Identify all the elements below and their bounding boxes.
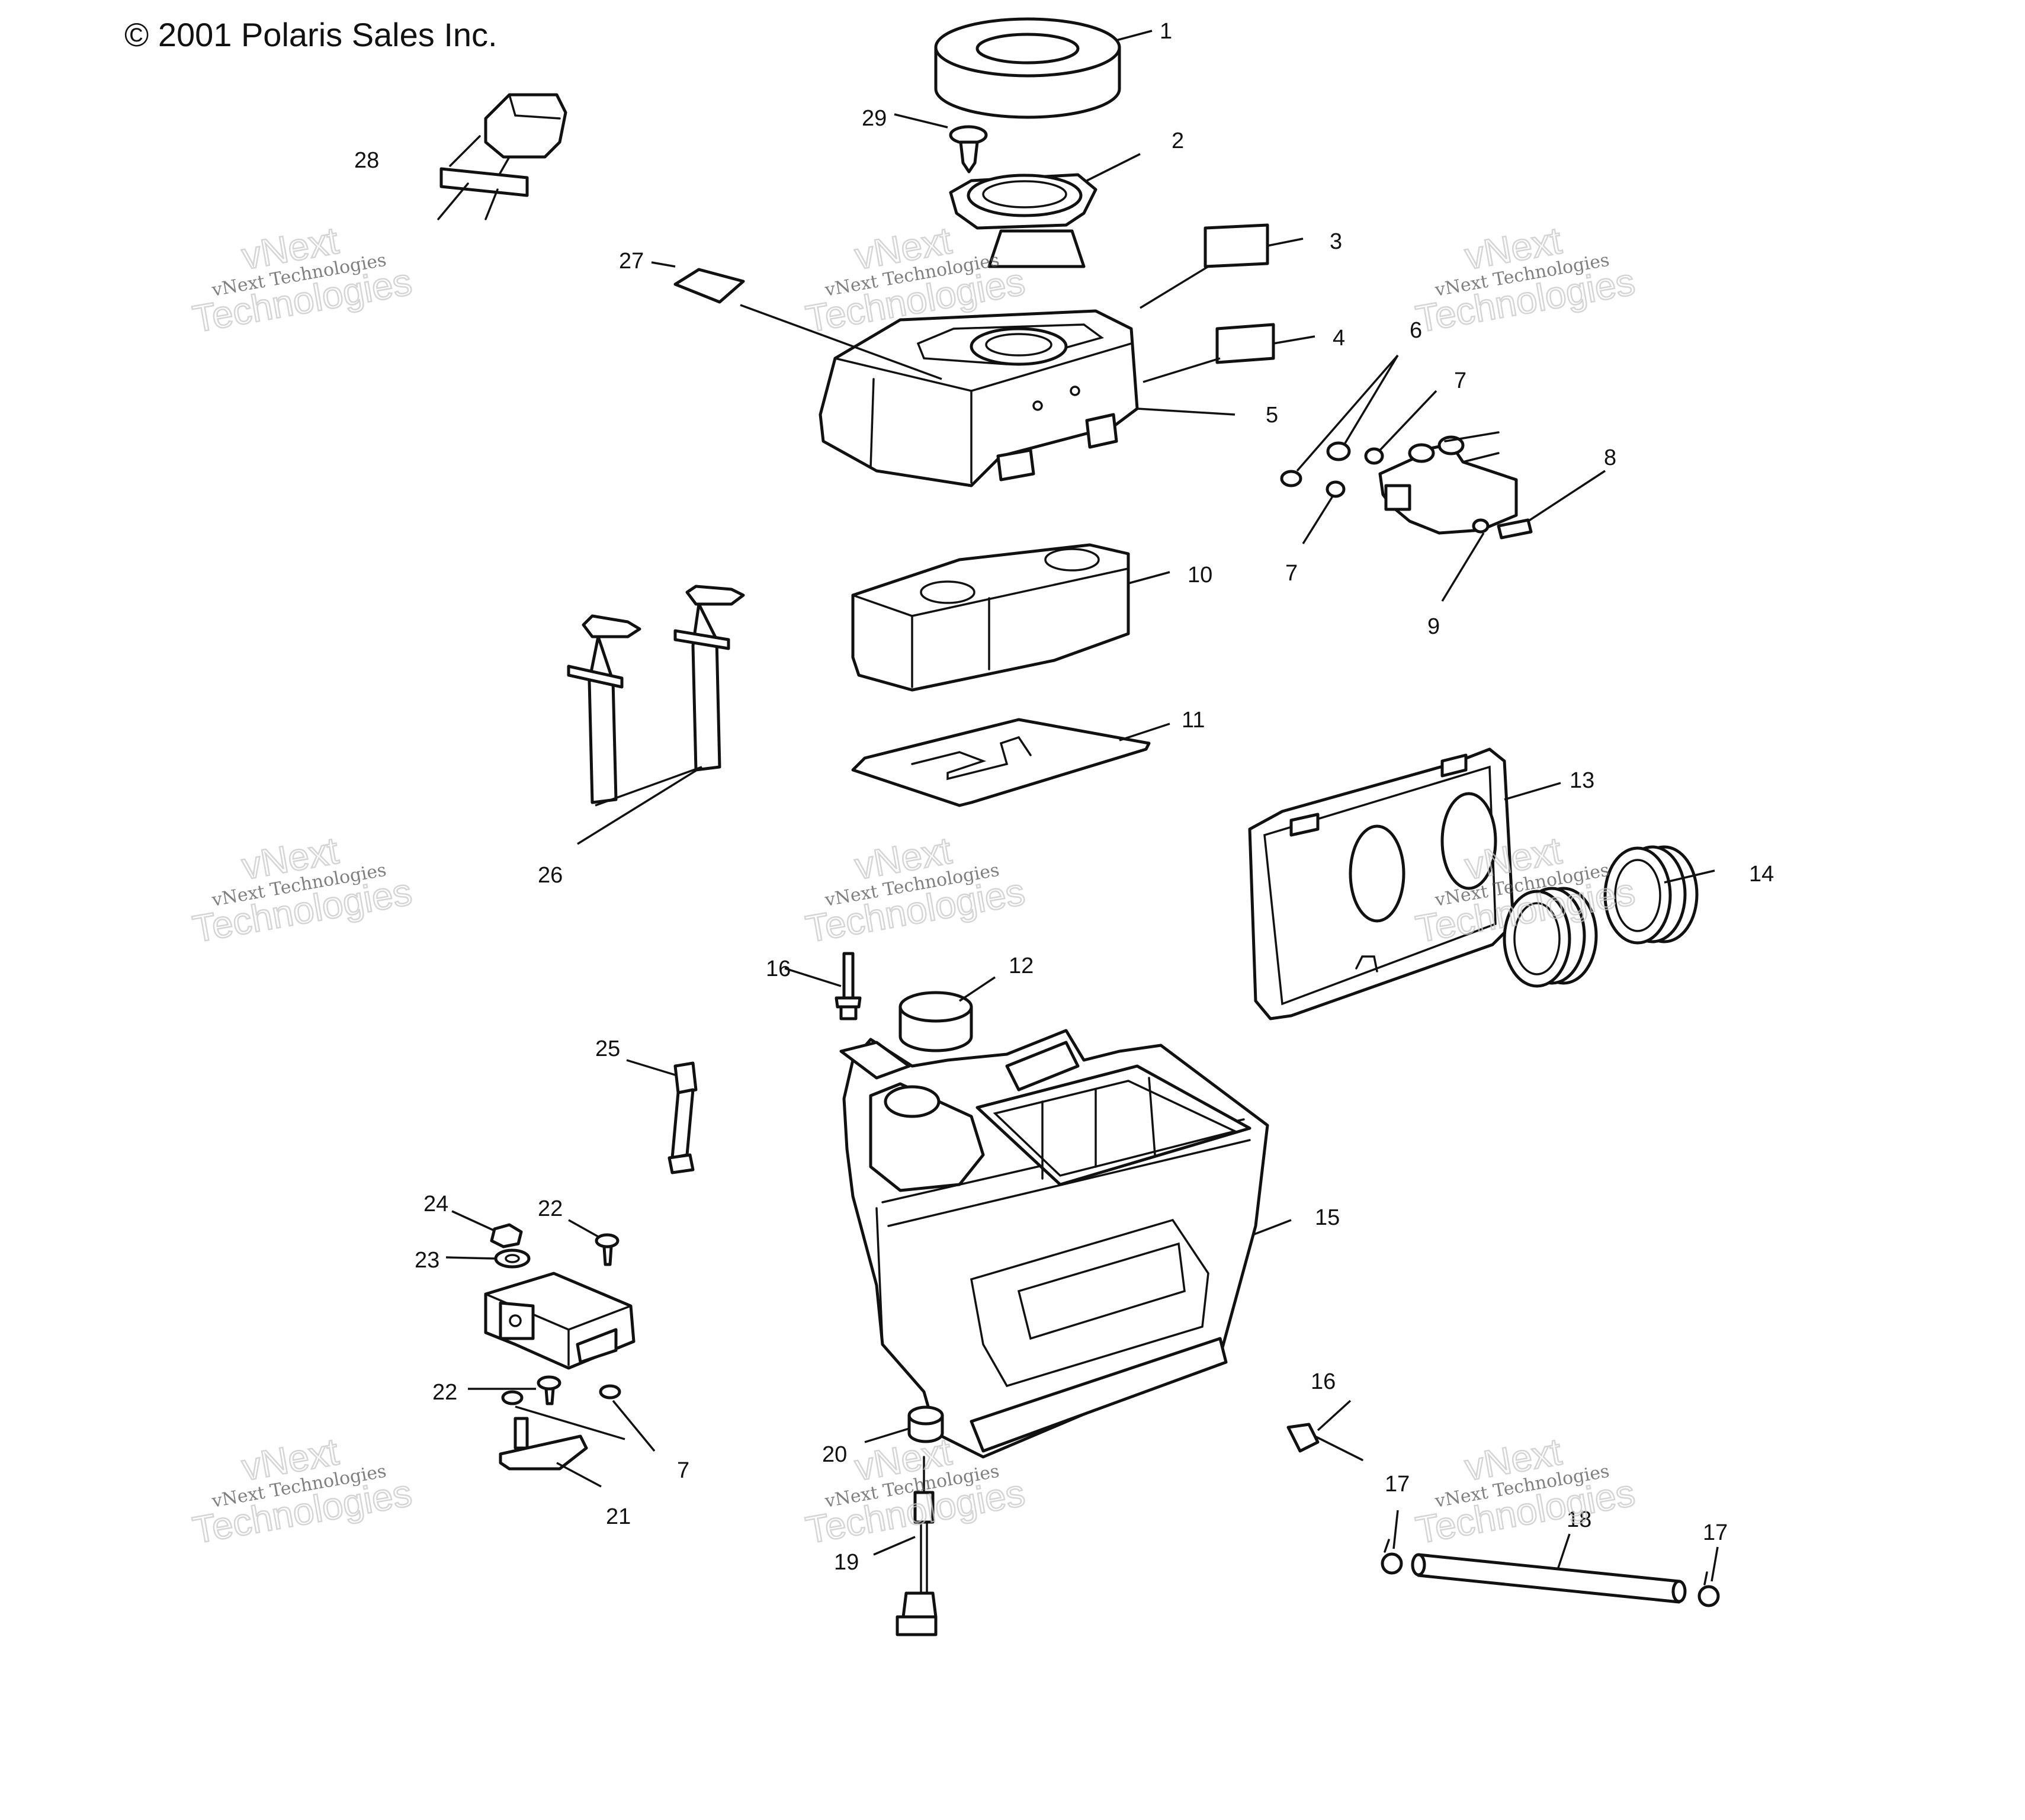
watermark-7: vNext vNext Technologies Technologies [189, 1429, 416, 1552]
part-5-airbox-cover [819, 309, 1139, 487]
part-21-bracket [499, 1417, 588, 1471]
callout-8: 8 [1604, 445, 1616, 470]
callout-4: 4 [1333, 326, 1345, 351]
part-7-washers [1326, 447, 1490, 534]
watermark-9: vNext vNext Technologies Technologies [1412, 1429, 1639, 1552]
callout-28: 28 [354, 148, 379, 173]
callout-22-upper: 22 [538, 1196, 563, 1221]
callout-12: 12 [1009, 954, 1034, 978]
part-23-washer [494, 1248, 531, 1269]
callout-5: 5 [1266, 403, 1278, 428]
callout-17-right: 17 [1703, 1520, 1728, 1545]
part-29-rivet [949, 125, 988, 174]
callout-24: 24 [423, 1192, 448, 1216]
callout-3: 3 [1330, 229, 1342, 254]
part-19-sensor [896, 1456, 938, 1636]
watermark-4: vNext vNext Technologies Technologies [189, 828, 416, 951]
module-box [484, 1272, 636, 1370]
callout-26: 26 [538, 863, 563, 888]
part-6-grommets [1280, 441, 1351, 487]
part-16-bolt-lower [1286, 1423, 1363, 1461]
part-2-flange [949, 173, 1097, 268]
callout-16-upper: 16 [766, 956, 791, 981]
part-25-strap [667, 1061, 698, 1174]
callout-2: 2 [1172, 129, 1184, 153]
callout-18: 18 [1567, 1507, 1591, 1532]
callout-16-lower: 16 [1311, 1369, 1336, 1394]
callout-15: 15 [1315, 1205, 1340, 1230]
part-11-gasket [851, 718, 1151, 807]
part-16-bolt-upper [835, 952, 862, 1020]
callout-29: 29 [862, 106, 887, 131]
callout-numbers: 1 29 2 28 27 3 4 6 5 7 8 7 9 10 11 13 14… [354, 19, 1774, 1575]
callout-19: 19 [834, 1550, 859, 1575]
part-27-decal [673, 268, 745, 304]
part-10-air-filter [851, 543, 1130, 692]
part-7-spacers [501, 1384, 621, 1405]
part-14-boot-right [1603, 845, 1699, 945]
callout-20: 20 [822, 1442, 847, 1467]
callout-7-mid: 7 [1285, 561, 1298, 586]
callout-23: 23 [415, 1248, 439, 1273]
part-4-decal [1215, 323, 1275, 364]
callout-22-lower: 22 [432, 1380, 457, 1405]
part-14-boot-left [1503, 887, 1598, 988]
part-26-intake-tube-left [567, 614, 641, 804]
watermark-3: vNext vNext Technologies Technologies [1412, 218, 1639, 341]
leader-lines [445, 30, 1719, 1582]
part-3-decal [1204, 223, 1269, 268]
callout-27: 27 [619, 249, 644, 274]
part-1-foam-ring [934, 17, 1121, 119]
part-17-clamp-left [1381, 1539, 1403, 1575]
part-18-tube [1411, 1553, 1687, 1604]
part-7-coil-bracket [1378, 431, 1518, 535]
part-12-cap [898, 991, 973, 1052]
callout-7-lower: 7 [677, 1458, 689, 1483]
part-15-airbox [839, 1029, 1269, 1459]
part-20-grommet [907, 1405, 944, 1443]
callout-25: 25 [595, 1036, 620, 1061]
callout-17-left: 17 [1385, 1472, 1410, 1497]
part-8-screw [1497, 518, 1533, 540]
callout-14: 14 [1749, 862, 1774, 887]
watermark-1: vNext vNext Technologies Technologies [189, 218, 416, 341]
callout-21: 21 [606, 1504, 631, 1529]
callout-7-top: 7 [1454, 368, 1466, 393]
part-22-screw-lower [537, 1375, 561, 1405]
part-28-sensor [437, 93, 567, 220]
callout-13: 13 [1570, 768, 1594, 793]
part-13-cover-plate [1248, 747, 1515, 1020]
callout-9: 9 [1427, 614, 1440, 639]
callout-10: 10 [1188, 563, 1212, 588]
part-17-clamp-right [1697, 1571, 1720, 1607]
part-26-intake-tube-right [673, 585, 745, 772]
part-24-nut [490, 1223, 523, 1248]
callout-11: 11 [1182, 708, 1205, 733]
watermark-5: vNext vNext Technologies Technologies [802, 828, 1029, 951]
part-22-screw-upper [595, 1233, 620, 1266]
callout-1: 1 [1160, 19, 1172, 44]
copyright-text: © 2001 Polaris Sales Inc. [124, 16, 498, 53]
callout-6: 6 [1410, 318, 1422, 343]
